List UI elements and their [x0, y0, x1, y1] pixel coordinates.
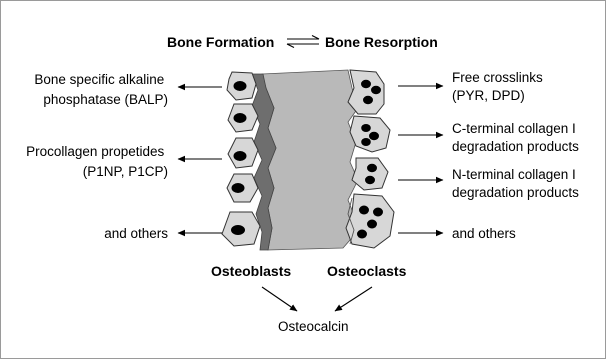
- resorption-marker-c-terminal: C-terminal collagen I degradation produc…: [452, 121, 580, 154]
- bone-matrix: [262, 70, 358, 250]
- arrow-osteoclasts-osteocalcin: [335, 287, 372, 311]
- osteoblast-nucleus: [231, 225, 245, 235]
- resorption-marker-free-crosslinks: Free crosslinks (PYR, DPD): [452, 70, 547, 103]
- osteoclast-nucleus: [367, 164, 377, 172]
- label-osteocalcin: Osteocalcin: [278, 319, 349, 334]
- osteoclast-nucleus: [369, 132, 379, 140]
- formation-marker-balp: Bone specific alkaline phosphatase (BALP…: [34, 72, 168, 107]
- osteoclast-nucleus: [371, 86, 381, 94]
- osteoclast-nucleus: [361, 80, 371, 88]
- osteoblast-cells: [222, 72, 260, 246]
- arrow-osteoblasts-osteocalcin: [262, 287, 297, 311]
- osteoblast-nucleus: [232, 183, 245, 193]
- label-osteoclasts: Osteoclasts: [327, 263, 407, 279]
- osteoclast-nucleus: [361, 124, 371, 132]
- label-osteoblasts: Osteoblasts: [211, 263, 291, 279]
- equilibrium-arrows-icon: [287, 36, 319, 48]
- resorption-marker-others: and others: [452, 226, 516, 241]
- title-bone-formation: Bone Formation: [167, 34, 274, 50]
- osteoclast-nucleus: [357, 230, 367, 239]
- osteoclast-cells: [346, 70, 394, 248]
- formation-marker-others: and others: [104, 226, 168, 241]
- osteoblast-nucleus: [234, 113, 247, 123]
- osteoclast-nucleus: [373, 208, 383, 217]
- osteoclast-nucleus: [359, 206, 369, 215]
- formation-marker-procollagen: Procollagen propetides (P1NP, P1CP): [26, 144, 168, 179]
- osteoblast-nucleus: [234, 151, 247, 161]
- osteoblast-nucleus: [234, 81, 247, 91]
- resorption-marker-n-terminal: N-terminal collagen I degradation produc…: [452, 167, 580, 200]
- osteoclast-nucleus: [367, 220, 377, 229]
- osteoclast-nucleus: [361, 138, 371, 146]
- osteoclast-cell: [352, 158, 388, 190]
- osteoclast-nucleus: [365, 176, 375, 184]
- title-bone-resorption: Bone Resorption: [325, 34, 438, 50]
- osteoclast-nucleus: [363, 96, 373, 104]
